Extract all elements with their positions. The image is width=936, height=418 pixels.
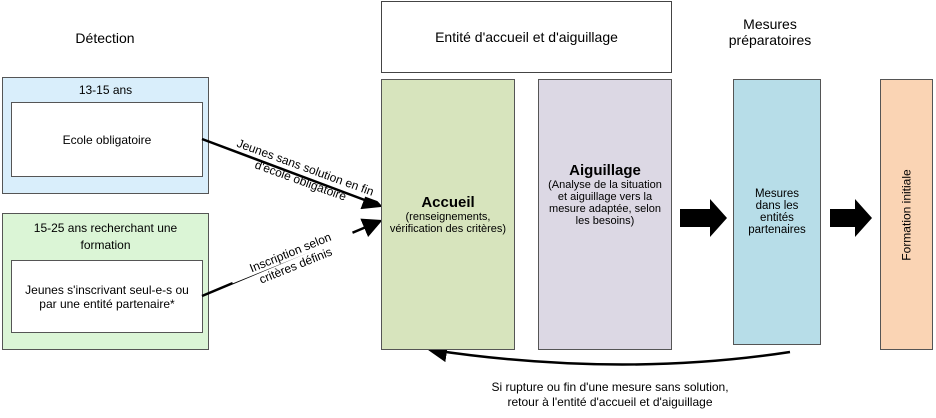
ecole-label: Ecole obligatoire (62, 132, 152, 147)
group-15-25: 15-25 ans recherchant une formation Jeun… (2, 213, 209, 350)
retour-line: Si rupture ou fin d'une mesure sans solu… (491, 380, 729, 394)
aiguillage-desc: (Analyse de la situation et aiguillage v… (548, 179, 662, 227)
mesures-desc: Mesures dans les entités partenaires (748, 188, 806, 236)
accueil-title: Accueil (421, 194, 475, 211)
arrow-right-icon (680, 199, 727, 237)
group-title: 13-15 ans (78, 83, 133, 97)
formation-box: Formation initiale (880, 79, 933, 350)
jeunes-label: Jeunes s'inscrivant seul-e-s ou par une … (25, 282, 189, 311)
header-entite: Entité d'accueil et d'aiguillage (381, 1, 672, 73)
header-entite-label: Entité d'accueil et d'aiguillage (435, 29, 618, 45)
group-title: 15-25 ans recherchant une formation (33, 221, 178, 252)
arrow-right-icon (830, 199, 872, 237)
arrow-ecole (201, 137, 383, 210)
retour-line: retour à l'entité d'accueil et d'aiguill… (507, 395, 713, 409)
header-detection: Détection (75, 30, 135, 46)
group-13-15: 13-15 ans Ecole obligatoire (2, 77, 209, 194)
arrow-retour (427, 342, 791, 366)
header-mesures: Mesures préparatoires (728, 16, 812, 48)
retour-label: Si rupture ou fin d'une mesure sans solu… (440, 380, 780, 410)
jeunes-box: Jeunes s'inscrivant seul-e-s ou par une … (11, 260, 203, 333)
formation-label: Formation initiale (899, 168, 914, 261)
mesures-box: Mesures dans les entités partenaires (733, 79, 821, 345)
aiguillage-title: Aiguillage (569, 162, 641, 179)
accueil-box: Accueil (renseignements, vérification de… (381, 79, 515, 350)
accueil-desc: (renseignements, vérification des critèr… (389, 211, 507, 235)
aiguillage-box: Aiguillage (Analyse de la situation et a… (538, 79, 672, 350)
